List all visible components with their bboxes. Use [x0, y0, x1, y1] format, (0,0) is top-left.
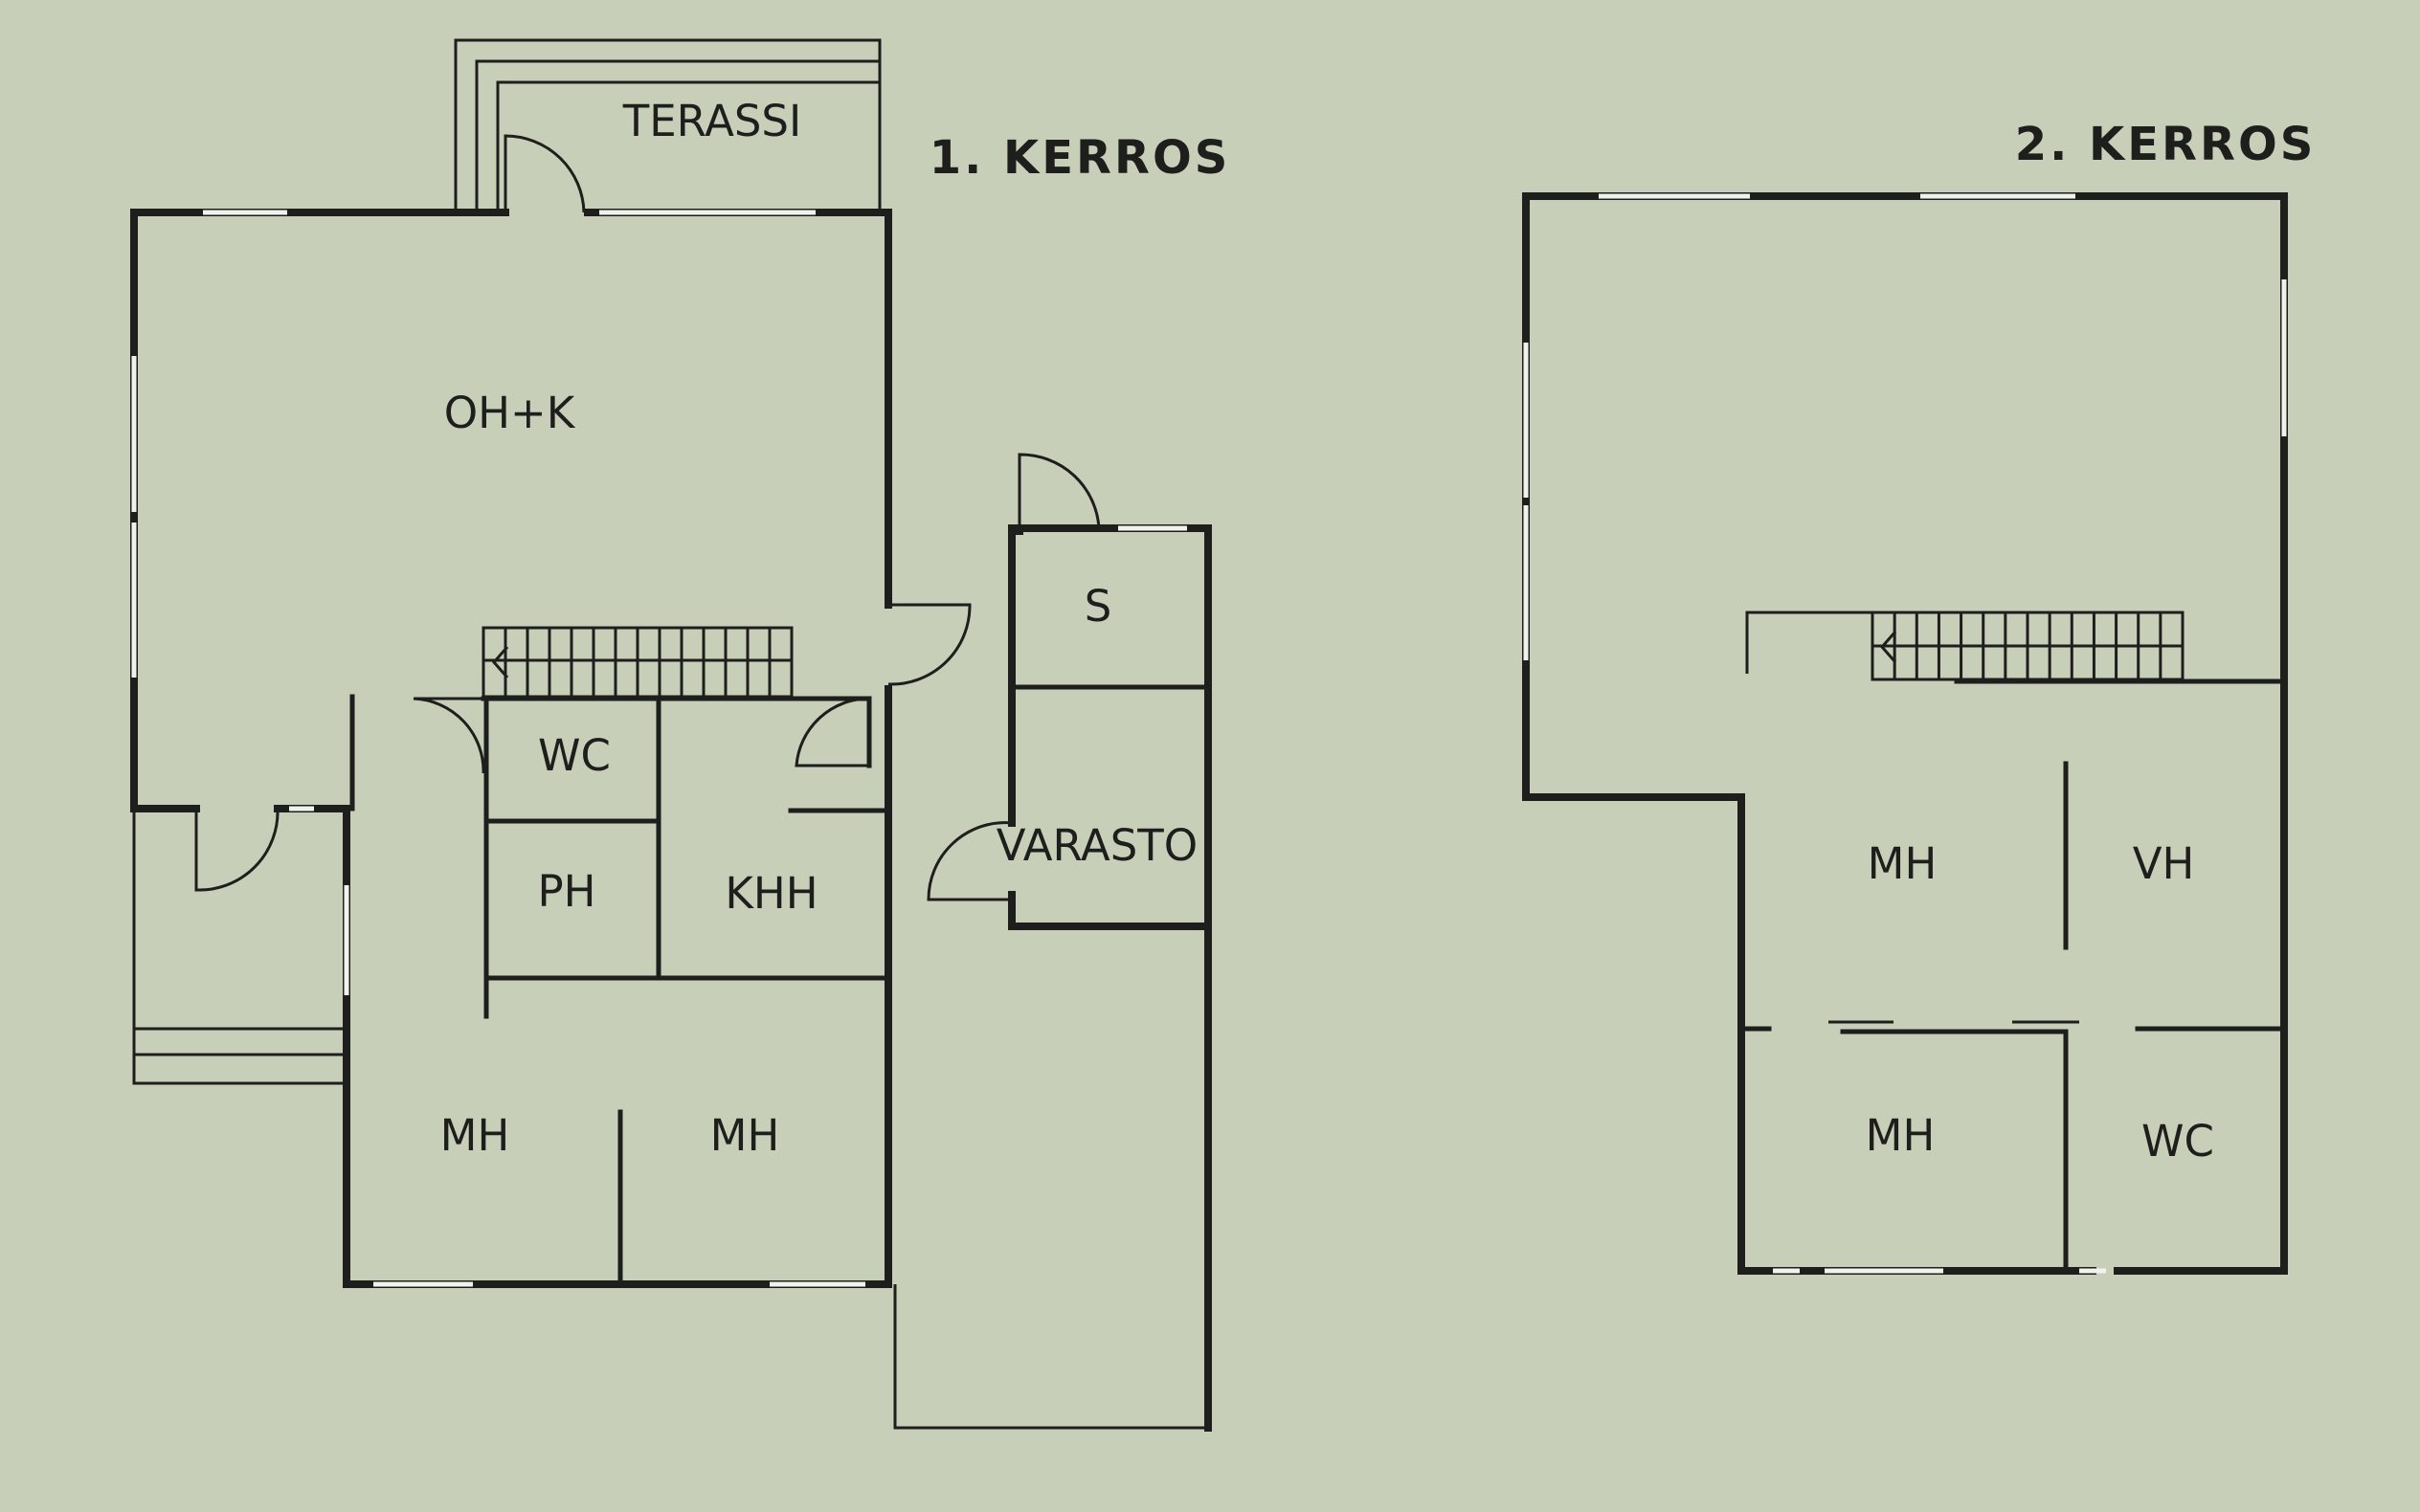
- floor-2-plan: 2. KERROS MH VH MH WC: [1522, 118, 2317, 1275]
- storage-annex: [893, 524, 1212, 1432]
- room-label-varasto: VARASTO: [997, 820, 1198, 871]
- room-label-mh-top: MH: [1868, 838, 1938, 889]
- floor-1-title: 1. KERROS: [930, 131, 1231, 185]
- room-label-mh-right: MH: [710, 1110, 780, 1161]
- floor-1-staircase: [482, 626, 794, 699]
- floor-1-windows: [131, 210, 1187, 1287]
- entrance-porch: [132, 809, 343, 1085]
- floor-2-windows: [1523, 193, 2287, 1274]
- room-label-mh-left: MH: [440, 1110, 510, 1161]
- room-label-vh: VH: [2133, 838, 2195, 889]
- room-label-ph: PH: [538, 866, 596, 917]
- floor-1-doors: [194, 134, 1101, 901]
- floor-1-plan: 1. KERROS TERASSI OH+K WC PH KHH MH MH S…: [130, 38, 1231, 1432]
- floor-2-title: 2. KERROS: [2015, 118, 2317, 171]
- floor-1-interior-walls: [481, 696, 891, 1287]
- room-label-mh-bottom: MH: [1866, 1110, 1936, 1161]
- room-label-wc-2: WC: [2141, 1116, 2214, 1167]
- room-label-khh: KHH: [725, 868, 818, 919]
- terrace: [454, 38, 882, 211]
- floor-2-interior-walls: [1739, 611, 2287, 1274]
- room-label-wc: WC: [538, 730, 611, 781]
- room-label-oh-k: OH+K: [444, 388, 576, 438]
- floor-2-staircase: [1871, 611, 2185, 681]
- room-label-s: S: [1085, 581, 1112, 632]
- room-label-terassi: TERASSI: [622, 96, 802, 146]
